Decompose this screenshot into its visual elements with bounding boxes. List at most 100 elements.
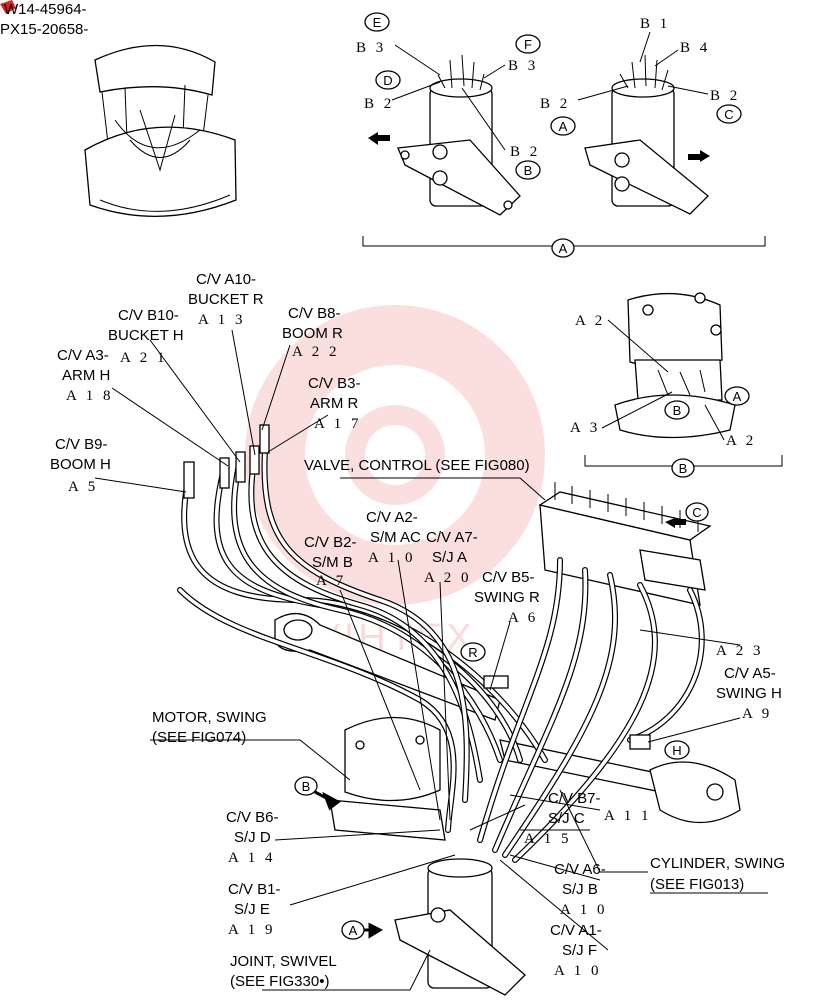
arrow-right-icon — [688, 150, 710, 162]
svg-text:A 9: A 9 — [742, 706, 772, 722]
detail-a-view: E B 3 F B 3 D B 2 B 2 B B 1 B 4 B 2 B 2 … — [356, 12, 766, 258]
callout-a-detail-b: A — [733, 389, 742, 404]
label-cv-a10: C/V A10- BUCKET R A 1 3 — [188, 271, 264, 328]
callout-a-detail: A — [559, 119, 568, 134]
svg-text:S/M B: S/M B — [312, 554, 353, 571]
svg-text:JOINT, SWIVEL: JOINT, SWIVEL — [230, 953, 337, 970]
label-cylinder-swing: CYLINDER, SWING (SEE FIG013) — [650, 855, 785, 894]
label-cv-b6: C/V B6- S/J D A 1 4 — [226, 809, 279, 866]
callout-a-main: A — [349, 923, 358, 938]
callout-h: H — [672, 743, 681, 758]
label-cv-b7: C/V B7- S/J C A 1 1 A 1 5 — [524, 790, 649, 847]
svg-text:A 1 7: A 1 7 — [314, 416, 362, 432]
svg-text:C/V B2-: C/V B2- — [304, 534, 357, 551]
label-cv-b5: C/V B5- SWING R A 6 — [474, 569, 540, 626]
svg-text:A 2 0: A 2 0 — [424, 570, 472, 586]
label-joint-swivel: JOINT, SWIVEL (SEE FIG330•) — [230, 953, 340, 991]
svg-text:(SEE FIG330•): (SEE FIG330•) — [230, 973, 329, 990]
watermark-logo — [245, 305, 545, 605]
arrow-c-icon — [665, 518, 686, 528]
svg-text:BUCKET R: BUCKET R — [188, 291, 264, 308]
label-cv-b3: C/V B3- ARM R A 1 7 — [308, 375, 362, 432]
label-cv-a1: C/V A1- S/J F A 1 0 — [550, 922, 602, 979]
callout-d: D — [383, 73, 392, 88]
svg-text:C/V B6-: C/V B6- — [226, 809, 279, 826]
label-cv-b2: C/V B2- S/M B A 7 — [304, 534, 357, 589]
control-valve — [538, 482, 712, 606]
code-b4: B 4 — [680, 40, 710, 56]
svg-text:BUCKET H: BUCKET H — [108, 327, 184, 344]
svg-text:C/V B9-: C/V B9- — [55, 436, 108, 453]
svg-text:A 1 5: A 1 5 — [524, 831, 572, 847]
code-a2-top: A 2 — [575, 313, 605, 329]
code-b1: B 1 — [640, 16, 670, 32]
svg-text:A 1 9: A 1 9 — [228, 922, 276, 938]
svg-text:S/J C: S/J C — [548, 810, 585, 827]
svg-text:C/V A6-: C/V A6- — [554, 861, 606, 878]
svg-text:SWING R: SWING R — [474, 589, 540, 606]
code-b2-left: B 2 — [364, 96, 394, 112]
label-cv-a7: C/V A7- S/J A A 2 0 — [424, 529, 478, 586]
svg-text:A 1 0: A 1 0 — [560, 902, 608, 918]
svg-text:S/J A: S/J A — [432, 549, 467, 566]
svg-text:S/J F: S/J F — [562, 942, 597, 959]
label-valve-control: VALVE, CONTROL (SEE FIG080) — [304, 457, 530, 474]
svg-text:C/V A10-: C/V A10- — [196, 271, 256, 288]
svg-text:C/V B7-: C/V B7- — [548, 790, 601, 807]
part-number-header: W14-45964- PX15-20658- — [0, 0, 88, 38]
svg-text:MOTOR, SWING: MOTOR, SWING — [152, 709, 267, 726]
label-cv-b9: C/V B9- BOOM H A 5 — [50, 436, 111, 495]
code-b3-left: B 3 — [356, 40, 386, 56]
code-b2-right-left: B 2 — [540, 96, 570, 112]
arrow-left-icon — [368, 132, 390, 145]
svg-text:S/J B: S/J B — [562, 881, 598, 898]
part-number-2: PX15-20658- — [0, 21, 88, 38]
swing-motor — [329, 716, 446, 841]
code-b3-right: B 3 — [508, 58, 538, 74]
code-b2-right-right: B 2 — [710, 88, 740, 104]
red-marker-icon — [0, 0, 16, 14]
svg-text:A 1 8: A 1 8 — [66, 388, 114, 404]
svg-text:C/V B5-: C/V B5- — [482, 569, 535, 586]
svg-text:C/V A3-: C/V A3- — [57, 347, 109, 364]
part-number-1: W14-45964- — [4, 1, 87, 18]
swivel-joint-bottom — [394, 858, 526, 996]
callout-f: F — [524, 37, 532, 52]
svg-text:C/V A1-: C/V A1- — [550, 922, 602, 939]
svg-text:A 6: A 6 — [508, 610, 538, 626]
svg-text:A 2 1: A 2 1 — [120, 350, 168, 366]
callout-c-detail: C — [724, 107, 733, 122]
label-motor-swing: MOTOR, SWING (SEE FIG074) — [152, 709, 267, 746]
svg-text:(SEE FIG074): (SEE FIG074) — [152, 729, 246, 746]
svg-text:C/V A5-: C/V A5- — [724, 665, 776, 682]
label-a23: A 2 3 — [716, 643, 764, 659]
label-cv-b8: C/V B8- BOOM R A 2 2 — [282, 305, 343, 360]
code-a3: A 3 — [570, 420, 600, 436]
svg-text:C/V B10-: C/V B10- — [118, 307, 179, 324]
callout-r: R — [468, 645, 477, 660]
label-cv-b10: C/V B10- BUCKET H A 2 1 — [108, 307, 184, 366]
code-b2-bottom: B 2 — [510, 144, 540, 160]
callout-b-bracket: B — [679, 461, 688, 476]
label-cv-a5: C/V A5- SWING H A 9 — [716, 665, 782, 722]
svg-text:C/V A2-: C/V A2- — [366, 509, 418, 526]
svg-text:C/V B8-: C/V B8- — [288, 305, 341, 322]
svg-text:(SEE FIG013): (SEE FIG013) — [650, 876, 744, 893]
label-cv-a3: C/V A3- ARM H A 1 8 — [57, 347, 114, 404]
svg-text:A 2 2: A 2 2 — [292, 344, 340, 360]
label-cv-a2: C/V A2- S/M AC A 1 0 — [366, 509, 421, 566]
swivel-joint-left — [397, 54, 521, 216]
callout-b-main: B — [302, 779, 311, 794]
svg-text:A 1 0: A 1 0 — [368, 550, 416, 566]
svg-text:C/V B3-: C/V B3- — [308, 375, 361, 392]
label-cv-a6: C/V A6- S/J B A 1 0 — [554, 861, 608, 918]
svg-text:ARM H: ARM H — [62, 367, 110, 384]
svg-text:A 7: A 7 — [316, 573, 346, 589]
hose-bundle — [177, 447, 705, 863]
swivel-joint-right — [584, 54, 709, 215]
label-cv-b1: C/V B1- S/J E A 1 9 — [228, 881, 281, 938]
svg-text:A 1 3: A 1 3 — [198, 312, 246, 328]
svg-text:A 1 4: A 1 4 — [228, 850, 276, 866]
callout-a-bracket: A — [559, 241, 568, 256]
